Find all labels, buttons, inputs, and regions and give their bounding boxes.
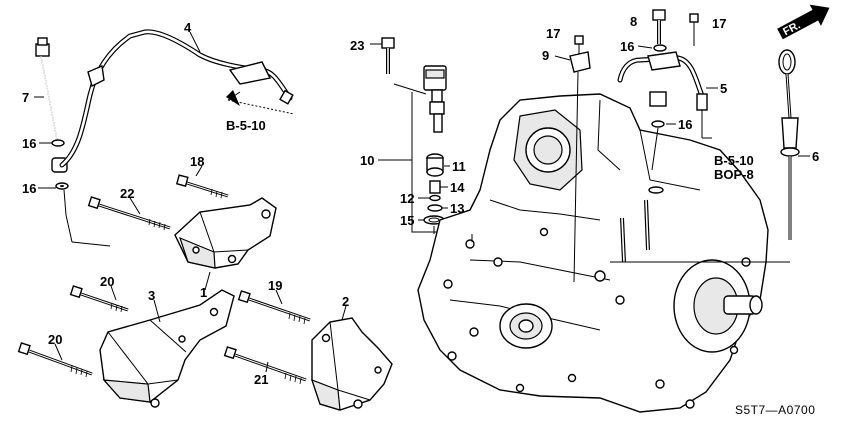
reference-right-bottom: BOP-8 — [714, 167, 754, 182]
callout-21: 21 — [254, 372, 268, 387]
bolt-19 — [237, 290, 311, 325]
callout-12: 12 — [400, 191, 414, 206]
callout-16-d: 16 — [678, 117, 692, 132]
callout-14: 14 — [450, 180, 465, 195]
callout-8: 8 — [630, 14, 637, 29]
callout-5: 5 — [720, 81, 727, 96]
callout-20-a: 20 — [100, 274, 114, 289]
callout-16-b: 16 — [22, 181, 36, 196]
callout-6: 6 — [812, 149, 819, 164]
callout-7: 7 — [22, 90, 29, 105]
fr-arrow-icon: FR. — [777, 4, 830, 40]
callout-17-b: 17 — [712, 16, 726, 31]
callout-16-a: 16 — [22, 136, 36, 151]
leader-lines — [34, 31, 810, 373]
callout-17-a: 17 — [546, 26, 560, 41]
callout-19: 19 — [268, 278, 282, 293]
callout-2: 2 — [342, 294, 349, 309]
diagram-code: S5T7—A0700 — [735, 403, 815, 417]
callout-10: 10 — [360, 153, 374, 168]
callout-23: 23 — [350, 38, 364, 53]
callout-22: 22 — [120, 186, 134, 201]
dipstick-right — [778, 49, 800, 240]
bolt-20-lower — [17, 342, 93, 378]
bracket-3 — [99, 289, 235, 408]
bolt-22 — [87, 196, 171, 231]
callout-9: 9 — [542, 48, 549, 63]
bolt-20-upper — [69, 285, 129, 313]
bracket-2 — [311, 317, 393, 411]
bracket-1 — [174, 197, 277, 269]
bolt-18 — [175, 174, 229, 199]
callout-11: 11 — [452, 159, 466, 174]
callout-18: 18 — [190, 154, 204, 169]
callout-20-b: 20 — [48, 332, 62, 347]
atf-pipe-right — [569, 9, 712, 139]
bolt-21 — [223, 346, 307, 385]
reference-left: B-5-10 — [226, 118, 266, 133]
atf-pipe-left — [59, 29, 295, 168]
callout-1: 1 — [200, 285, 207, 300]
transmission-case — [417, 71, 790, 413]
callout-4: 4 — [184, 20, 192, 35]
callout-3: 3 — [148, 288, 155, 303]
callout-15: 15 — [400, 213, 414, 228]
callout-16-c: 16 — [620, 39, 634, 54]
callout-13: 13 — [450, 201, 464, 216]
callouts: 1 2 3 4 5 6 7 8 9 10 11 12 13 14 15 16 1… — [22, 14, 819, 387]
reference-right-top: B-5-10 — [714, 153, 754, 168]
